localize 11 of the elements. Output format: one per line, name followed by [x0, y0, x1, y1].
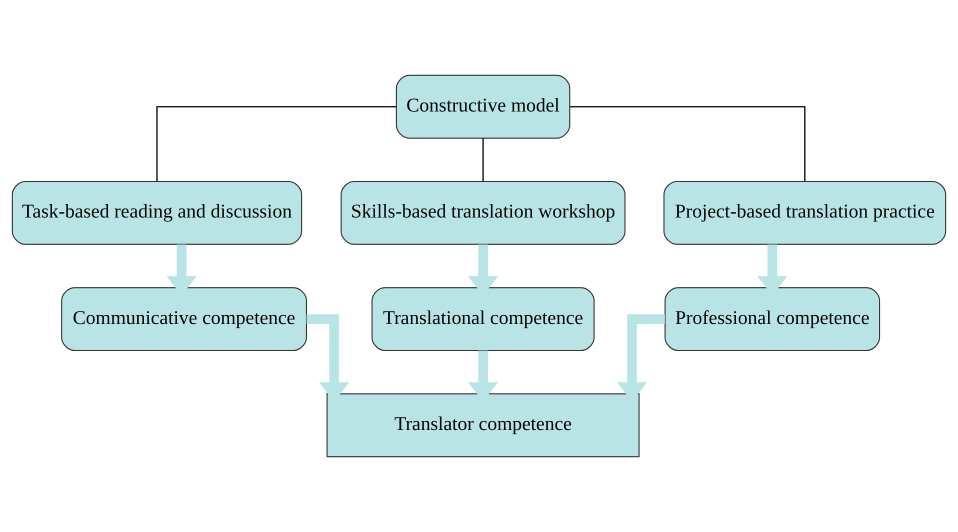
node-box: Communicative competence [61, 287, 308, 352]
node-box: Translational competence [371, 287, 595, 352]
node-box: Project-based translation practice [663, 180, 946, 245]
connector [482, 138, 484, 182]
node-box: Translator competence [326, 393, 640, 458]
node-box: Task-based reading and discussion [12, 180, 302, 245]
connector [156, 106, 396, 182]
node-box: Professional competence [664, 287, 880, 352]
node-box: Skills-based translation workshop [340, 180, 626, 245]
node-box: Constructive model [396, 74, 570, 139]
connector [570, 106, 806, 182]
